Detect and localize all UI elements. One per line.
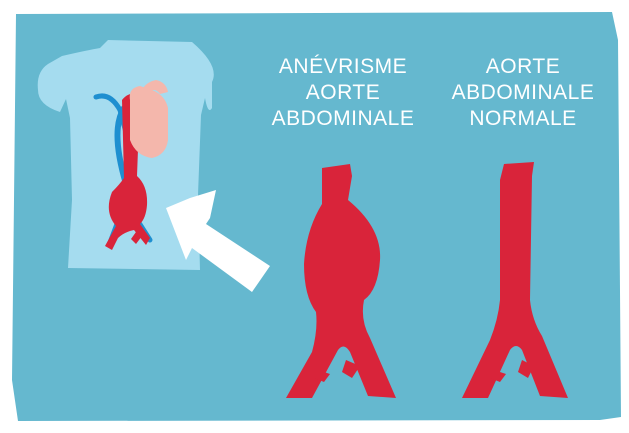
aneurysm-label-line-2: AORTE — [258, 80, 428, 106]
normal-label-line-3: NORMALE — [438, 106, 608, 132]
normal-aorta-label: AORTE ABDOMINALE NORMALE — [438, 54, 608, 132]
heart-icon — [130, 86, 168, 158]
aneurysm-label: ANÉVRISME AORTE ABDOMINALE — [258, 54, 428, 132]
aneurysm-label-line-1: ANÉVRISME — [258, 54, 428, 80]
normal-label-line-1: AORTE — [438, 54, 608, 80]
aneurysm-label-line-3: ABDOMINALE — [258, 106, 428, 132]
normal-label-line-2: ABDOMINALE — [438, 80, 608, 106]
